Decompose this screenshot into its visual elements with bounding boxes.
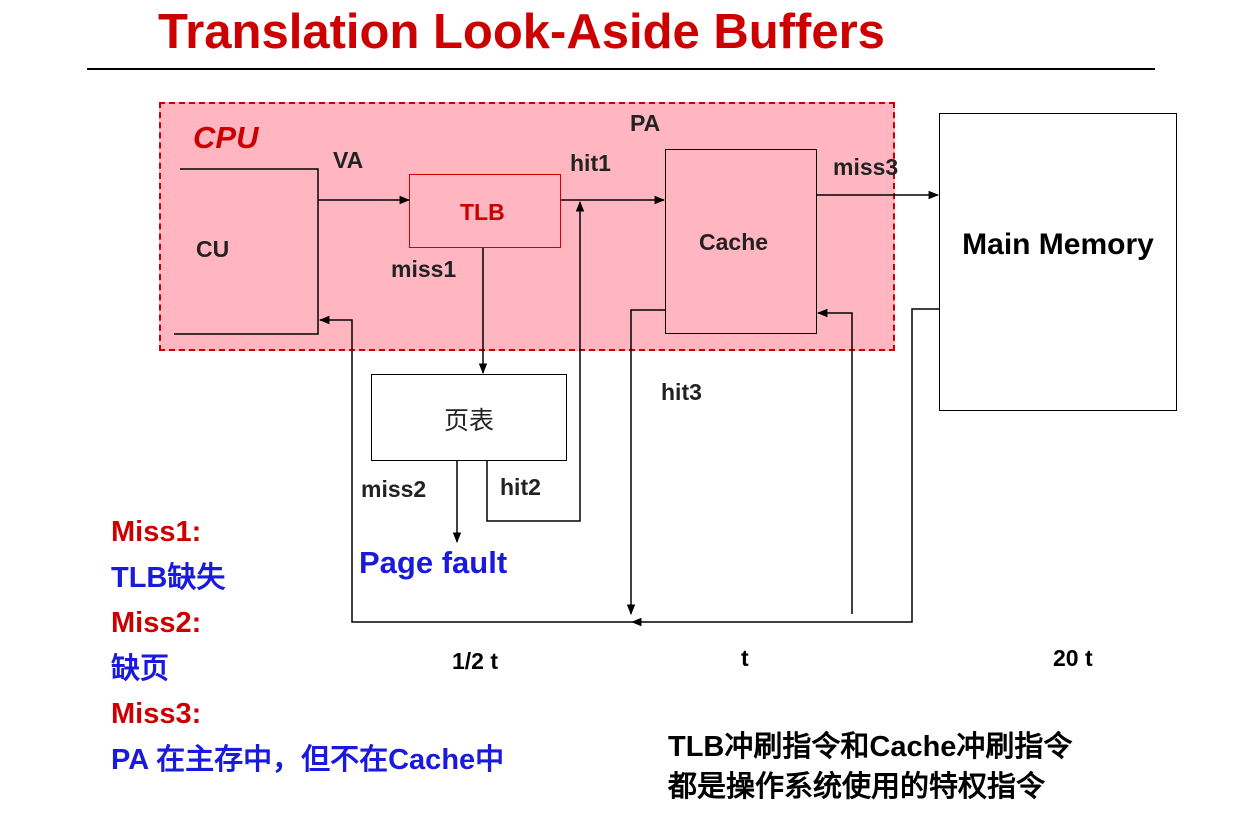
note-miss2-desc: 缺页 [111,652,170,685]
note-miss3-title: Miss3: [111,698,202,730]
pa-label: PA [630,110,661,136]
page-title: Translation Look-Aside Buffers [158,5,885,59]
cu-label: CU [196,236,230,262]
tlb-label: TLB [460,199,505,225]
page-fault-label: Page fault [359,545,508,580]
bottom-note-line-1: TLB冲刷指令和Cache冲刷指令 [668,731,1073,763]
cache-label: Cache [699,229,769,255]
miss2-label: miss2 [361,476,427,502]
va-label: VA [333,147,364,173]
note-miss1-title: Miss1: [111,516,202,548]
cpu-label: CPU [193,120,259,155]
bottom-note-line-2: 都是操作系统使用的特权指令 [668,771,1046,803]
hit2-label: hit2 [500,474,541,500]
note-miss3-desc: PA 在主存中，但不在Cache中 [111,743,505,776]
hit2-path [486,200,585,522]
miss3-label: miss3 [833,154,899,180]
time-20t-label: 20 t [1053,645,1093,671]
tlb-box [409,174,561,248]
hit3-label: hit3 [661,379,702,405]
main-memory-label: Main Memory [962,228,1154,261]
bus-to-cache-path [816,308,853,614]
note-miss2-title: Miss2: [111,607,202,639]
miss-notes: Miss1: TLB缺失 Miss2: 缺页 Miss3: PA 在主存中，但不… [111,510,504,783]
note-miss1-desc: TLB缺失 [111,561,226,594]
miss1-label: miss1 [391,256,457,282]
bus-to-cu-path [318,315,632,623]
title-underline [87,68,1155,70]
memory-return-path [630,308,939,627]
hit1-label: hit1 [570,150,611,176]
cpu-region [159,102,895,351]
cu-bracket [174,168,319,335]
page-table-box [371,374,567,461]
privileged-instructions-note: TLB冲刷指令和Cache冲刷指令 都是操作系统使用的特权指令 [668,727,1072,807]
page-table-label: 页表 [443,406,494,435]
main-memory-box [939,113,1177,411]
time-half-label: 1/2 t [452,648,499,674]
hit3-path [626,309,665,616]
time-t-label: t [741,645,749,671]
cache-box [665,149,817,334]
